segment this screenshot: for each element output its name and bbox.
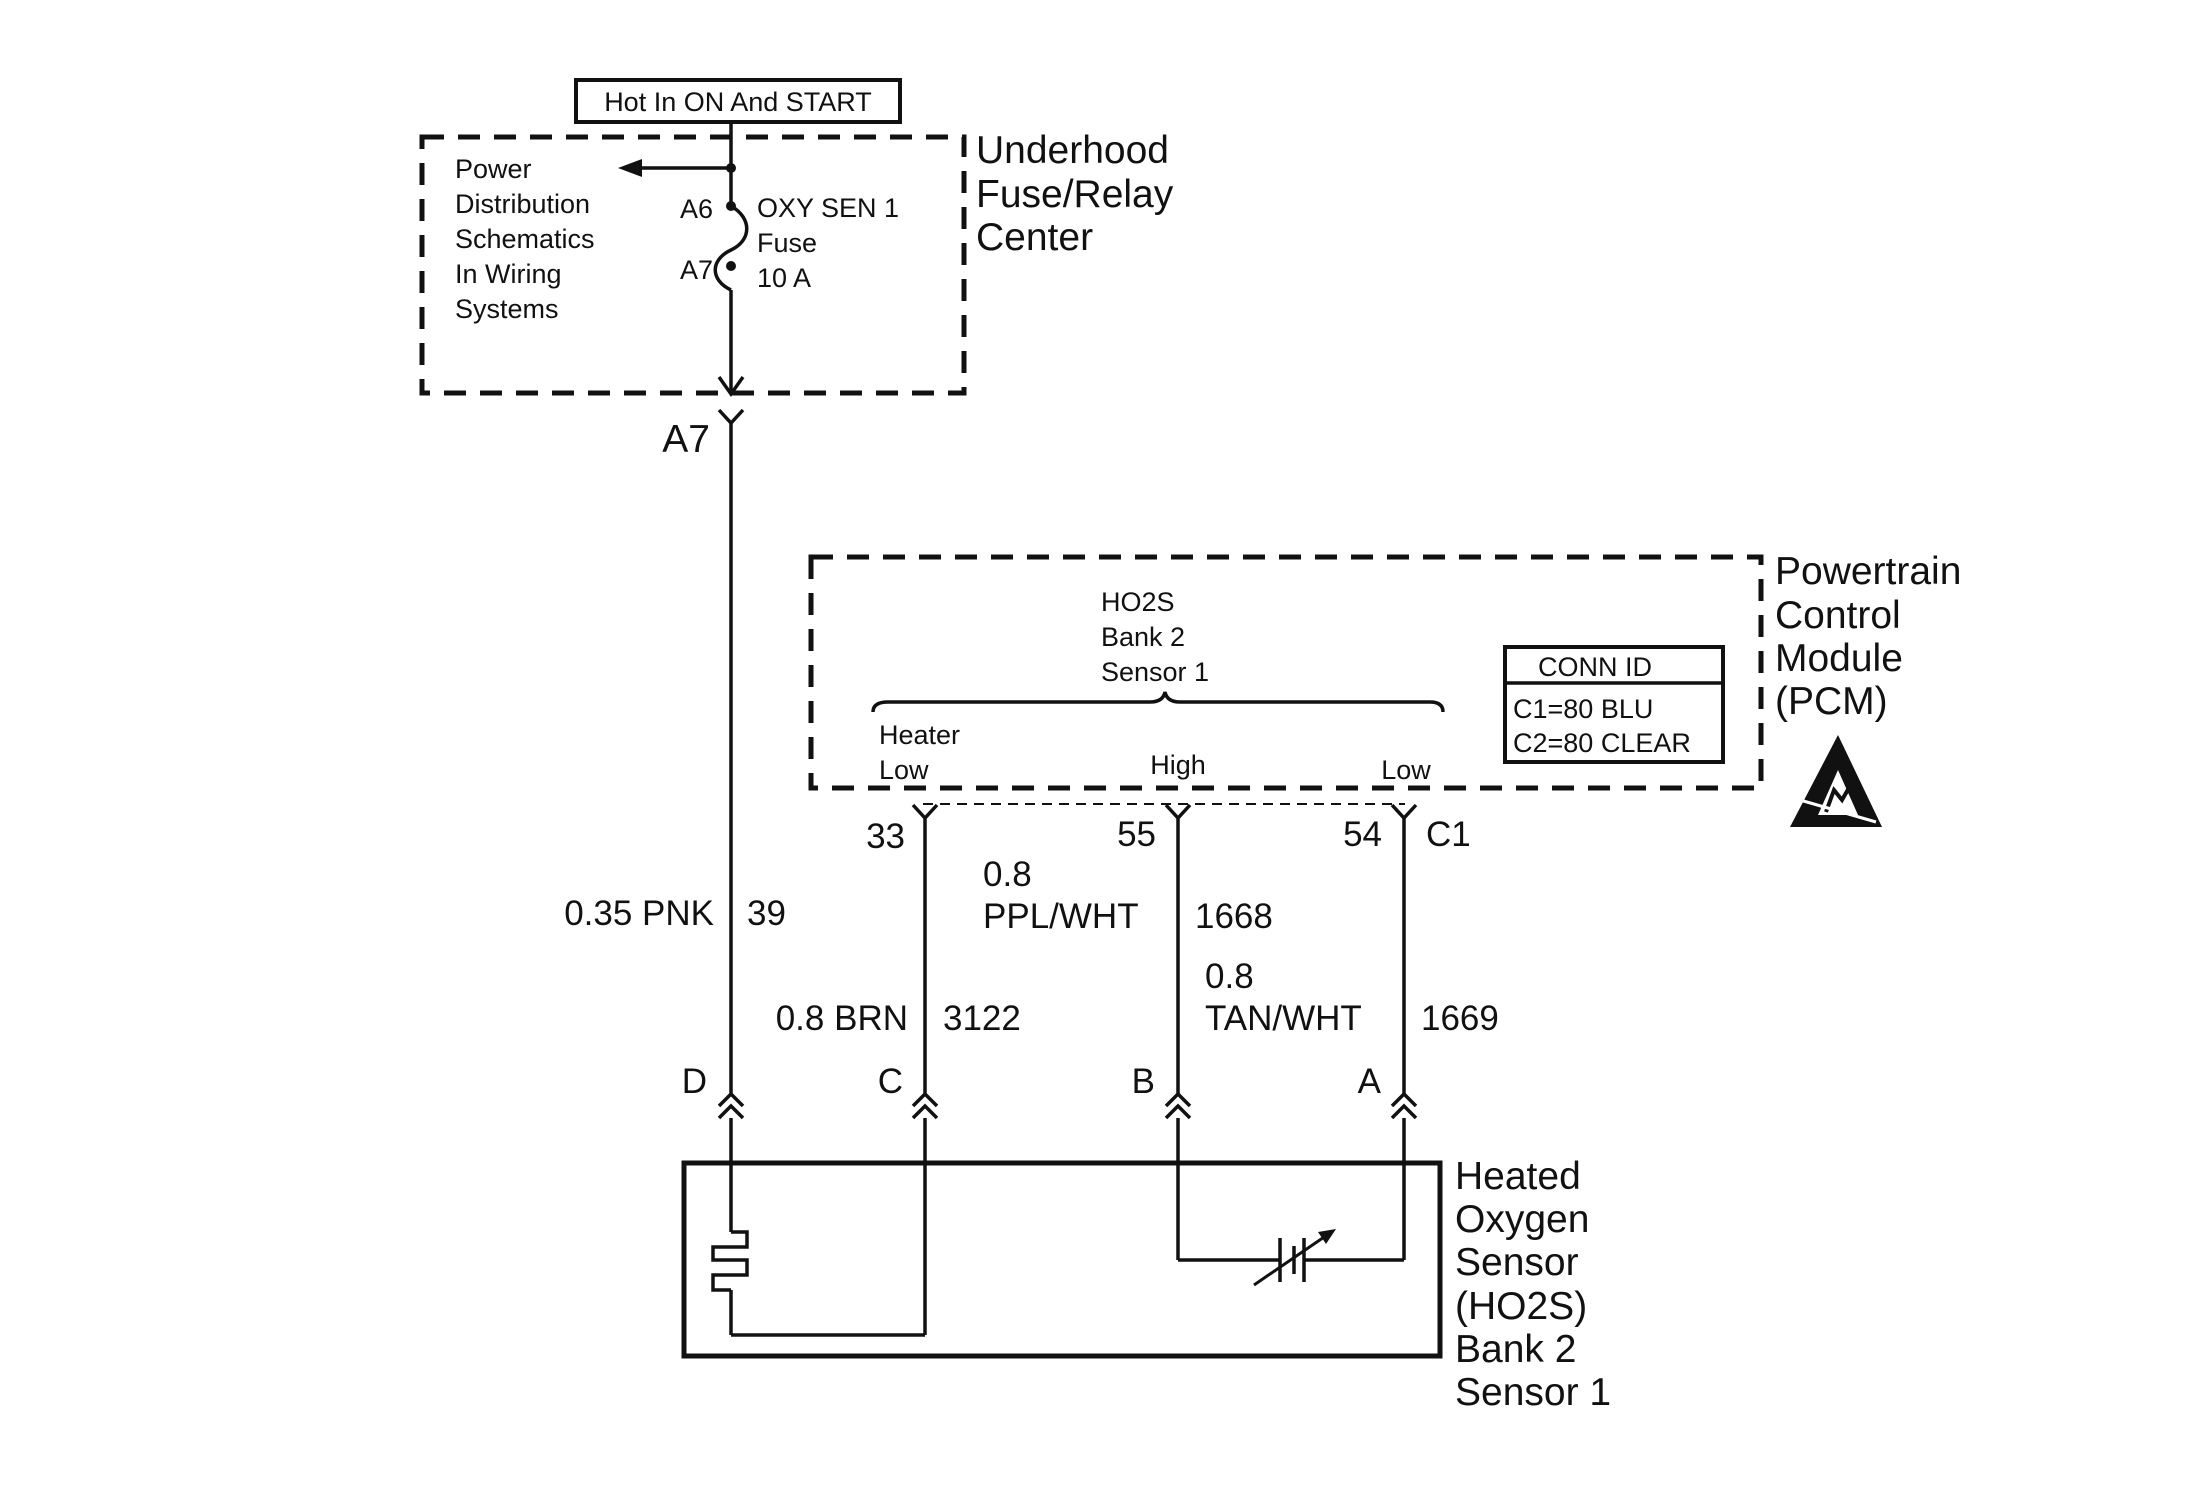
fuse-label: Fuse bbox=[757, 228, 817, 258]
connector-pin-55-icon bbox=[1164, 803, 1192, 821]
power-dist-line-1: Power bbox=[455, 154, 532, 184]
fuse-pin-a6: A6 bbox=[680, 194, 713, 224]
pcm-circuit-line-3: Sensor 1 bbox=[1101, 657, 1209, 687]
heater-element-icon bbox=[711, 1230, 749, 1292]
pcm-connector-c1: 33 55 54 C1 bbox=[866, 803, 1471, 856]
fuse-block-title-3: Center bbox=[976, 216, 1093, 259]
fuse-relay-center: Underhood Fuse/Relay Center Power Distri… bbox=[419, 122, 1174, 461]
pin-label-high: High bbox=[1150, 750, 1206, 780]
fuse-block-title-2: Fuse/Relay bbox=[976, 173, 1174, 216]
power-dist-line-3: Schematics bbox=[455, 224, 595, 254]
conn-id-box bbox=[1503, 645, 1725, 764]
hot-label-box bbox=[574, 78, 902, 124]
fuse-pin-a7: A7 bbox=[680, 255, 713, 285]
harness-wires: 0.35 PNK 39 0.8 BRN 3122 0.8 PPL/WHT 166… bbox=[564, 423, 1499, 1094]
sensor-title-4: (HO2S) bbox=[1455, 1285, 1587, 1328]
sensor-title-5: Bank 2 bbox=[1455, 1328, 1576, 1371]
pin-label-low: Low bbox=[1381, 755, 1431, 785]
pcm-pin-33: 33 bbox=[866, 817, 905, 856]
power-dist-line-5: Systems bbox=[455, 294, 559, 324]
sensor-connector: D C B A bbox=[682, 1062, 1418, 1120]
pcm-circuit-line-1: HO2S bbox=[1101, 587, 1175, 617]
wire-1668-size: 0.8 bbox=[983, 855, 1032, 894]
pcm-pin-55: 55 bbox=[1117, 815, 1156, 854]
wire-3122-circuit: 3122 bbox=[943, 999, 1021, 1038]
sensor-pin-d: D bbox=[682, 1062, 707, 1101]
sensor-pin-c-icon bbox=[911, 1091, 939, 1120]
esd-warning-icon bbox=[1790, 735, 1882, 827]
connector-pin-33-icon bbox=[911, 803, 939, 821]
pcm-title-3: Module bbox=[1775, 637, 1903, 680]
fuse-block-outline bbox=[419, 134, 967, 396]
connector-a7-icon bbox=[717, 408, 745, 426]
heated-oxygen-sensor: Heated Oxygen Sensor (HO2S) Bank 2 Senso… bbox=[681, 1118, 1611, 1414]
pcm-connector-c1-label: C1 bbox=[1426, 815, 1471, 854]
sensor-title-1: Heated bbox=[1455, 1155, 1581, 1198]
conn-id-title: CONN ID bbox=[1538, 652, 1652, 682]
pin-label-heater-low: Low bbox=[879, 755, 929, 785]
power-dist-line-2: Distribution bbox=[455, 189, 590, 219]
wire-1668-color: PPL/WHT bbox=[983, 897, 1139, 936]
hot-label: Hot In ON And START bbox=[604, 87, 872, 117]
variable-cell-icon bbox=[1253, 1229, 1336, 1287]
pcm-title-4: (PCM) bbox=[1775, 680, 1888, 723]
power-branch-arrow-icon bbox=[618, 159, 642, 177]
connector-a7-label: A7 bbox=[662, 418, 710, 461]
fuse-block-title-1: Underhood bbox=[976, 129, 1169, 172]
pin-label-heater: Heater bbox=[879, 720, 960, 750]
pcm-pin-54: 54 bbox=[1343, 815, 1382, 854]
connector-pin-54-icon bbox=[1390, 803, 1418, 821]
sensor-title-3: Sensor bbox=[1455, 1241, 1579, 1284]
sensor-pin-c: C bbox=[878, 1062, 903, 1101]
hot-label-group: Hot In ON And START bbox=[574, 78, 902, 124]
sensor-pin-d-icon bbox=[717, 1091, 745, 1120]
wire-1669-size: 0.8 bbox=[1205, 957, 1254, 996]
sensor-outline bbox=[681, 1160, 1443, 1359]
sensor-pin-b-icon bbox=[1164, 1091, 1192, 1120]
conn-id-row-2: C2=80 CLEAR bbox=[1513, 728, 1691, 758]
pcm-title-1: Powertrain bbox=[1775, 550, 1961, 593]
pcm-pin-group-brace bbox=[871, 691, 1445, 713]
fuse-out-arrow-icon bbox=[717, 375, 745, 398]
wire-39-circuit: 39 bbox=[747, 894, 786, 933]
wire-3122-size-color: 0.8 BRN bbox=[776, 999, 908, 1038]
fuse-icon bbox=[713, 204, 749, 292]
wire-1669-circuit: 1669 bbox=[1421, 999, 1499, 1038]
power-dist-line-4: In Wiring bbox=[455, 259, 562, 289]
conn-id-row-1: C1=80 BLU bbox=[1513, 694, 1653, 724]
pcm-outline bbox=[808, 554, 1764, 791]
fuse-rating: 10 A bbox=[757, 263, 811, 293]
wire-1668-circuit: 1668 bbox=[1195, 897, 1273, 936]
sensor-pin-a: A bbox=[1358, 1062, 1382, 1101]
fuse-name: OXY SEN 1 bbox=[757, 193, 899, 223]
fuse-pin-bottom-dot bbox=[726, 261, 736, 271]
pcm-circuit-line-2: Bank 2 bbox=[1101, 622, 1185, 652]
sensor-pin-b: B bbox=[1132, 1062, 1155, 1101]
wire-39-size-color: 0.35 PNK bbox=[564, 894, 714, 933]
sensor-title-6: Sensor 1 bbox=[1455, 1371, 1611, 1414]
pcm-title-2: Control bbox=[1775, 594, 1901, 637]
sensor-title-2: Oxygen bbox=[1455, 1198, 1589, 1241]
splice-dot bbox=[726, 163, 736, 173]
conn-id-table: CONN ID C1=80 BLU C2=80 CLEAR bbox=[1503, 645, 1725, 764]
sensor-pin-a-icon bbox=[1390, 1091, 1418, 1120]
wire-1669-color: TAN/WHT bbox=[1205, 999, 1362, 1038]
pcm: Powertrain Control Module (PCM) HO2S Ban… bbox=[808, 550, 1961, 827]
